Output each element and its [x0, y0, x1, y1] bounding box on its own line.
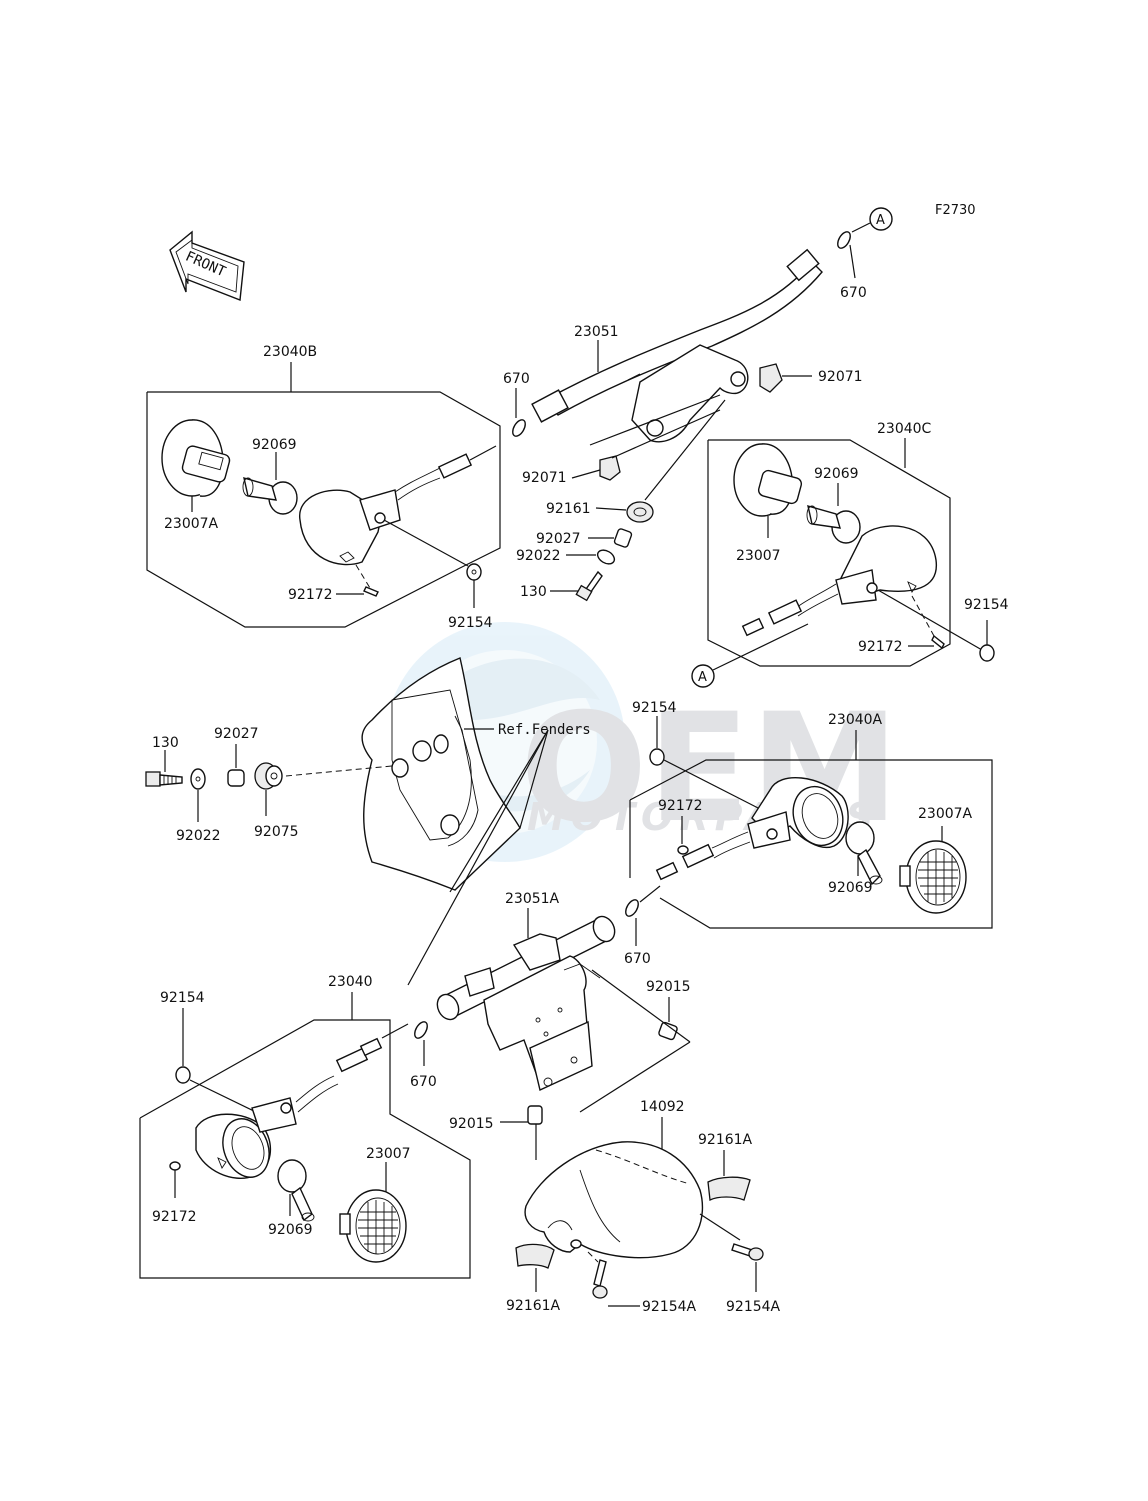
label-23007-bot: 23007	[366, 1146, 411, 1162]
nut-92154-right	[979, 644, 995, 662]
label-92022-left: 92022	[176, 828, 221, 844]
bolt-92154A-right	[731, 1243, 764, 1261]
signal-body-top-left	[299, 445, 497, 566]
label-92154-top-left: 92154	[448, 615, 493, 631]
label-92154A-right: 92154A	[726, 1299, 781, 1315]
callout-a-mid	[691, 664, 715, 688]
collar-92015-bot	[527, 1105, 543, 1125]
label-92154-right: 92154	[964, 597, 1009, 613]
nut-92154-bot-left	[175, 1066, 191, 1084]
bolt-92154A-mid	[592, 1259, 608, 1299]
label-92027-left: 92027	[214, 726, 259, 742]
label-92161A-right: 92161A	[698, 1132, 753, 1148]
callout-a-top	[869, 207, 893, 231]
label-92015-right: 92015	[646, 979, 691, 995]
bulb-92069-top-left	[242, 477, 298, 515]
label-92154-mid-right: 92154	[632, 700, 677, 716]
label-23007A-right: 23007A	[918, 806, 973, 822]
diagram-id: F2730	[935, 203, 976, 218]
collar-92027-mid	[613, 528, 633, 548]
label-23051A: 23051A	[505, 891, 560, 907]
clip-92071-right	[759, 363, 783, 393]
ref-fenders-note: Ref.Fenders	[498, 722, 591, 738]
stay-23051A	[436, 915, 616, 1091]
label-92071-left: 92071	[522, 470, 567, 486]
front-arrow-icon: FRONT	[169, 230, 245, 301]
washer-92022-mid	[596, 549, 616, 565]
signal-body-right	[741, 525, 937, 637]
nut-92154-mid-right	[649, 748, 665, 766]
bulb-92069-bot	[277, 1159, 315, 1222]
o-ring-670-top-left	[512, 419, 526, 437]
screw-92172-bot-left	[169, 1161, 181, 1171]
label-92161: 92161	[546, 501, 591, 517]
signal-body-mid-right	[655, 777, 849, 881]
grommet-92161	[626, 501, 654, 523]
label-23040B: 23040B	[263, 344, 317, 360]
screw-92172-right	[931, 634, 945, 650]
screw-92172-top-left	[363, 586, 379, 597]
cover-14092	[524, 1141, 704, 1259]
grommet-92075	[254, 762, 283, 790]
cushion-92161A-left	[515, 1243, 555, 1269]
label-92172-right: 92172	[858, 639, 903, 655]
label-92069-bot: 92069	[268, 1222, 313, 1238]
bulb-92069-right	[806, 505, 861, 544]
label-92069-right: 92069	[814, 466, 859, 482]
label-92069-mid-right: 92069	[828, 880, 873, 896]
lens-23007-right	[733, 443, 803, 517]
screw-92172-mid-right	[677, 845, 689, 855]
label-23007-right: 23007	[736, 548, 781, 564]
o-ring-670-mid	[625, 899, 639, 917]
label-670-bot: 670	[410, 1074, 437, 1090]
label-92154-bot-left: 92154	[160, 990, 205, 1006]
label-670-mid: 670	[624, 951, 651, 967]
label-670-top-right: 670	[840, 285, 867, 301]
collar-92015-right	[658, 1021, 678, 1041]
label-130-mid: 130	[520, 584, 547, 600]
label-92172-top-left: 92172	[288, 587, 333, 603]
label-92172-bot-left: 92172	[152, 1209, 197, 1225]
label-23007A-top: 23007A	[164, 516, 219, 532]
label-92022-mid: 92022	[516, 548, 561, 564]
label-23040C: 23040C	[877, 421, 932, 437]
label-92071-right: 92071	[818, 369, 863, 385]
label-130-left: 130	[152, 735, 179, 751]
o-ring-670-bot	[414, 1021, 428, 1039]
signal-body-bot-left	[195, 1037, 383, 1179]
clip-92071-left	[599, 455, 621, 481]
label-92161A-left: 92161A	[506, 1298, 561, 1314]
label-92015-bot: 92015	[449, 1116, 494, 1132]
label-23051: 23051	[574, 324, 619, 340]
box-23040C	[707, 439, 951, 667]
bulb-92069-mid-right	[845, 821, 883, 886]
label-23040: 23040	[328, 974, 373, 990]
label-92069-top-left: 92069	[252, 437, 297, 453]
nut-92154-top-left	[466, 563, 482, 581]
label-23040A: 23040A	[828, 712, 883, 728]
label-14092: 14092	[640, 1099, 685, 1115]
stay-23051	[531, 248, 823, 443]
washer-92022-left	[190, 768, 206, 790]
cushion-92161A-right	[707, 1176, 751, 1201]
callout-a-top-label: A	[876, 213, 885, 228]
box-23040B	[146, 391, 501, 628]
lens-23007-bot	[339, 1189, 407, 1263]
box-23040	[139, 1019, 471, 1279]
lens-23007A-right	[899, 840, 967, 914]
label-92075: 92075	[254, 824, 299, 840]
label-670-top-left: 670	[503, 371, 530, 387]
bolt-130-left	[145, 771, 183, 787]
label-92154A-mid: 92154A	[642, 1299, 697, 1315]
lens-23007A-top	[161, 419, 231, 497]
label-92027-mid: 92027	[536, 531, 581, 547]
collar-92027-left	[227, 769, 245, 787]
label-92172-mid-right: 92172	[658, 798, 703, 814]
box-23040A	[629, 759, 993, 929]
o-ring-670-top-right	[837, 231, 851, 249]
callout-a-mid-label: A	[698, 670, 707, 685]
